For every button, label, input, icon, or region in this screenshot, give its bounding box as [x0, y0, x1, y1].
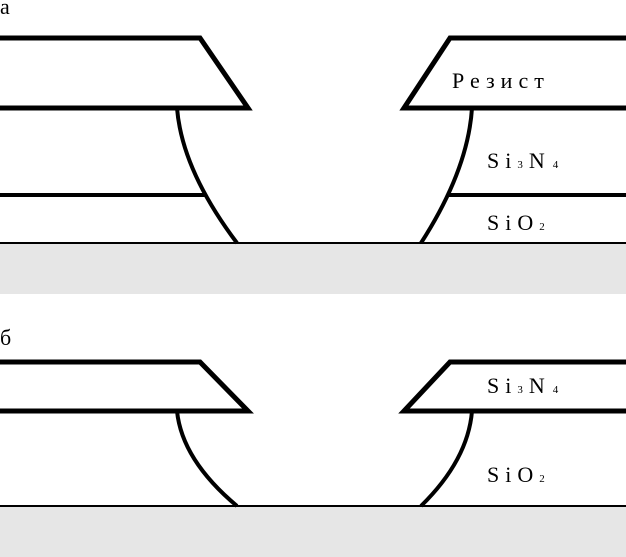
panel-b-nitride-right [398, 359, 626, 414]
panel-b-letter: б [0, 325, 11, 350]
panel-a-oxide-label: SiO2 [487, 210, 551, 235]
panel-b-sidewall-left [175, 410, 239, 508]
panel-a-resist-left [0, 35, 253, 111]
panel-a-sidewall-right [419, 107, 474, 245]
panel-b-sidewall-right [419, 410, 474, 508]
panel-a-substrate [0, 243, 626, 294]
panel-a-resist-right [399, 35, 626, 111]
panel-b-nitride-left [0, 359, 254, 414]
panel-a-resist-label: Резист [452, 68, 550, 93]
panel-a-sidewall-left [175, 107, 239, 245]
panel-b-oxide-label: SiO2 [487, 462, 551, 487]
panel-a-letter: а [0, 0, 10, 19]
panel-b-substrate [0, 506, 626, 557]
